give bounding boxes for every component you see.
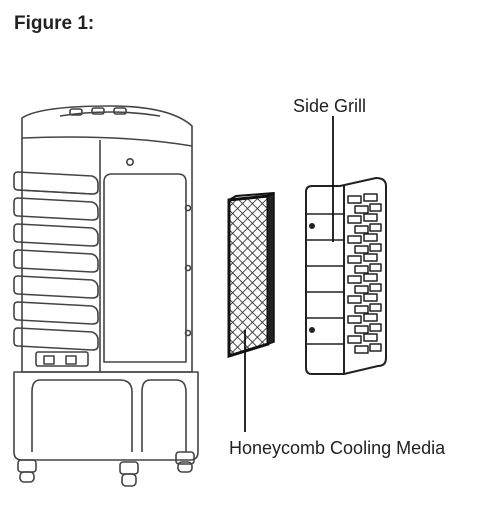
side-grill [305, 177, 387, 375]
cooling-media-label: Honeycomb Cooling Media [229, 438, 446, 458]
figure-title: Figure 1: [14, 13, 95, 34]
cooler-side-panel [103, 173, 187, 363]
cooler-base [13, 371, 199, 461]
grill-openings [347, 193, 382, 354]
power-indicator-icon [126, 158, 135, 167]
cooler-top-cap [21, 105, 193, 147]
side-grill-label: Side Grill [293, 96, 367, 116]
caster-wheels [17, 451, 195, 487]
front-louvers [13, 171, 99, 351]
air-cooler-unit [13, 105, 199, 487]
honeycomb-cooling-media [227, 191, 275, 359]
